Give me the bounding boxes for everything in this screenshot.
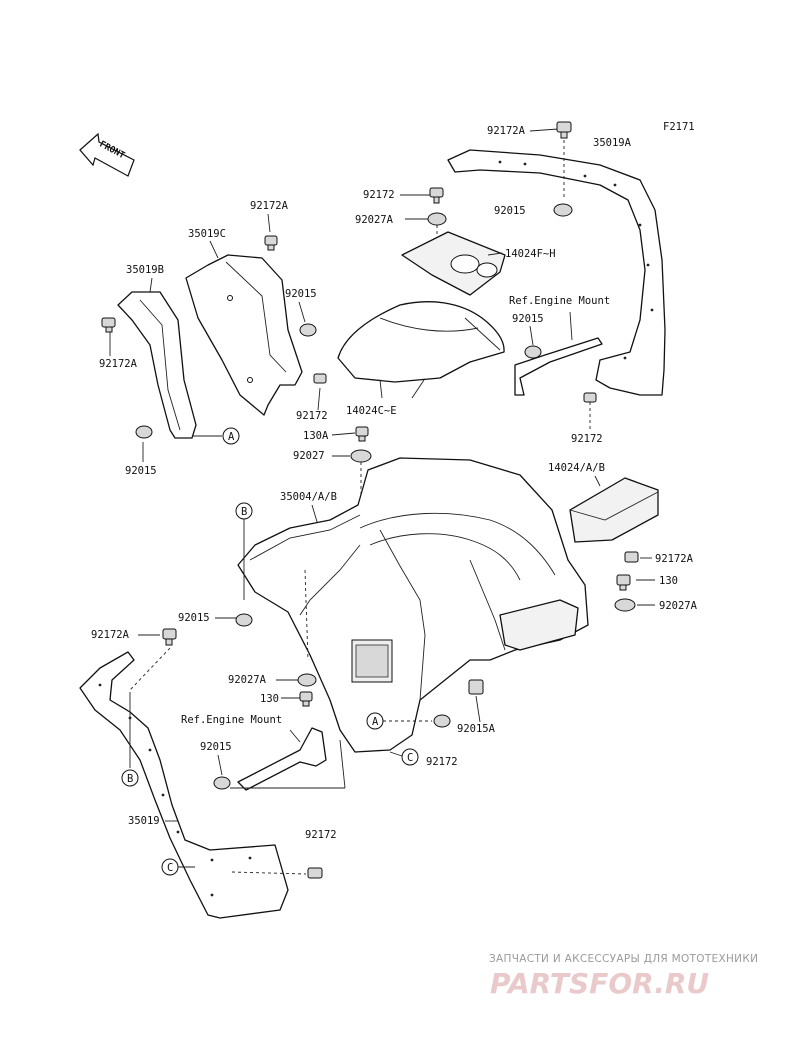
label-92172A-b: 92172A [99, 358, 138, 370]
nut-icon [235, 613, 253, 627]
engine-mount-bracket-mid [237, 727, 327, 791]
nut-icon [135, 425, 153, 439]
callout-a2: A [372, 716, 379, 728]
label-14024FH: 14024F~H [505, 248, 556, 260]
watermark-logo: PARTSFOR.RU [490, 967, 709, 1000]
label-130-right: 130 [659, 575, 678, 587]
grommet-icon [614, 598, 636, 612]
bolt-icon [101, 317, 116, 333]
watermark-line1: ЗАПЧАСТИ И АКСЕССУАРЫ ДЛЯ МОТОТЕХНИКИ [489, 953, 758, 965]
nut-icon [299, 323, 317, 337]
fender-flap-35019A [447, 149, 666, 396]
bolt-icon [355, 426, 369, 442]
label-35004AB: 35004/A/B [280, 491, 337, 503]
label-92015A: 92015A [457, 723, 496, 735]
label-35019C: 35019C [188, 228, 226, 240]
label-92172-bottom: 92172 [305, 829, 337, 841]
label-35019: 35019 [128, 815, 160, 827]
cover-14024FH [401, 231, 506, 296]
engine-mount-bracket-top [514, 337, 603, 396]
label-92172-low: 92172 [426, 756, 458, 768]
label-92172-c: 92172 [296, 410, 328, 422]
label-92027: 92027 [293, 450, 325, 462]
label-92015-mid: 92015 [178, 612, 210, 624]
grommet-icon [350, 449, 372, 463]
label-92172A-c: 92172A [250, 200, 289, 212]
nut-icon [524, 345, 542, 359]
label-92027A-right: 92027A [659, 600, 698, 612]
label-ref-engine-mount-top: Ref.Engine Mount [509, 295, 610, 307]
label-14024AB: 14024/A/B [548, 462, 605, 474]
bolt-icon [264, 235, 278, 251]
nut-icon [433, 714, 451, 728]
callout-circle [222, 427, 240, 445]
bolt-icon [307, 867, 323, 879]
label-92027A-top: 92027A [355, 214, 394, 226]
label-130A: 130A [303, 430, 329, 442]
mudguard-35019B [117, 291, 197, 439]
cover-14024CE [337, 301, 505, 383]
label-92015-topright: 92015 [494, 205, 526, 217]
figure-code: F2171 [663, 121, 695, 133]
callout-circle [401, 748, 419, 766]
callout-circle [121, 769, 139, 787]
callout-b2: B [127, 773, 133, 785]
label-14024CE: 14024C~E [346, 405, 397, 417]
fender-flap-35019 [79, 651, 289, 919]
nut-icon [553, 203, 573, 217]
grommet-icon [427, 212, 447, 226]
label-92172-top: 92172 [363, 189, 395, 201]
bolt-icon [616, 574, 631, 591]
mudguard-35019C [185, 254, 303, 416]
label-ref-engine-mount-mid: Ref.Engine Mount [181, 714, 282, 726]
label-92172A-right: 92172A [655, 553, 694, 565]
label-92015-refmount: 92015 [512, 313, 544, 325]
bolt-icon [556, 121, 572, 139]
label-92027A-mid: 92027A [228, 674, 267, 686]
callout-b1: B [241, 506, 247, 518]
label-92172-right: 92172 [571, 433, 603, 445]
label-92015-c: 92015 [285, 288, 317, 300]
bolt-icon [583, 392, 597, 403]
bolt-icon [162, 628, 177, 646]
grommet-icon [297, 673, 317, 687]
cover-14024AB [569, 477, 659, 543]
label-92015-low: 92015 [200, 741, 232, 753]
label-130-mid: 130 [260, 693, 279, 705]
label-92172A-top: 92172A [487, 125, 526, 137]
label-92015-b: 92015 [125, 465, 157, 477]
bolt-icon [624, 551, 639, 563]
front-fender-35004 [237, 457, 589, 753]
bolt-icon [313, 373, 327, 384]
nut-icon [213, 776, 231, 790]
bolt-icon [299, 691, 313, 707]
callout-a1: A [228, 431, 235, 443]
callout-c2: C [167, 862, 173, 874]
clip-icon [468, 679, 484, 695]
label-92172A-left: 92172A [91, 629, 130, 641]
callout-c1: C [407, 752, 413, 764]
front-arrow-icon: FRONT [79, 132, 135, 177]
bolt-icon [429, 187, 444, 204]
label-35019A: 35019A [593, 137, 632, 149]
label-35019B: 35019B [126, 264, 164, 276]
